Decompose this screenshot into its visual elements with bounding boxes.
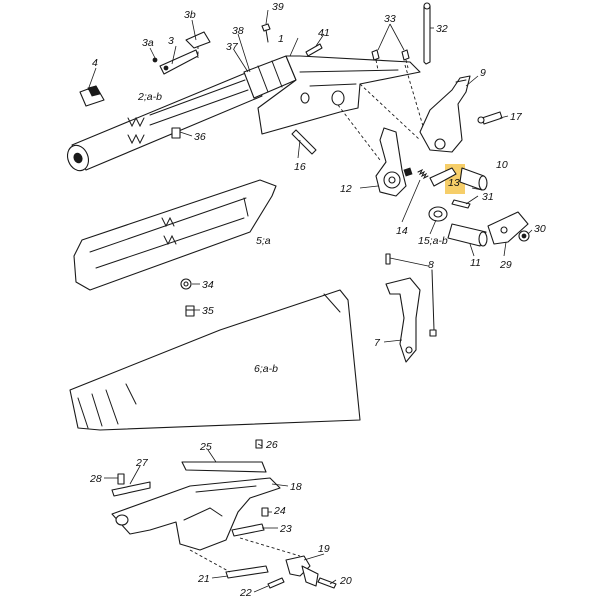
label-part-36: 36 bbox=[194, 131, 206, 143]
label-part-37: 37 bbox=[226, 41, 239, 53]
label-part-31: 31 bbox=[482, 191, 494, 203]
label-part-3a: 3a bbox=[142, 37, 154, 49]
label-part-12: 12 bbox=[340, 183, 352, 195]
label-part-18: 18 bbox=[290, 481, 302, 493]
part-labels: 1 2;a-b 3 3a 3b 4 5;a 6;a-b 7 8 9 10 11 … bbox=[89, 1, 546, 599]
label-part-35: 35 bbox=[202, 305, 214, 317]
action-parts bbox=[291, 75, 530, 247]
main-spring bbox=[385, 253, 437, 363]
label-part-24: 24 bbox=[273, 505, 286, 517]
label-part-38: 38 bbox=[232, 25, 244, 37]
label-part-3: 3 bbox=[168, 35, 174, 47]
label-part-6: 6;a-b bbox=[254, 363, 278, 375]
label-part-11: 11 bbox=[470, 257, 481, 269]
label-part-28: 28 bbox=[89, 473, 102, 485]
label-part-16: 16 bbox=[294, 161, 306, 173]
label-part-5: 5;a bbox=[256, 235, 271, 247]
label-part-1: 1 bbox=[278, 33, 284, 45]
label-part-33: 33 bbox=[384, 13, 396, 25]
label-part-4: 4 bbox=[92, 57, 98, 69]
forearm bbox=[73, 179, 277, 291]
label-part-29: 29 bbox=[499, 259, 512, 271]
label-part-20: 20 bbox=[339, 575, 352, 587]
label-part-30: 30 bbox=[534, 223, 546, 235]
label-part-17: 17 bbox=[510, 111, 523, 123]
barrel-assembly bbox=[66, 55, 431, 172]
label-part-22: 22 bbox=[239, 587, 252, 599]
label-part-27: 27 bbox=[135, 457, 149, 469]
leader-lines bbox=[87, 9, 533, 593]
label-part-39: 39 bbox=[272, 1, 284, 13]
label-part-15: 15;a-b bbox=[418, 235, 448, 247]
buttstock bbox=[69, 278, 361, 431]
trigger-guard-assembly bbox=[111, 439, 337, 589]
label-part-8: 8 bbox=[428, 259, 434, 271]
label-part-2: 2;a-b bbox=[137, 91, 162, 103]
label-part-10: 10 bbox=[496, 159, 508, 171]
label-part-32: 32 bbox=[436, 23, 448, 35]
label-part-13: 13 bbox=[448, 177, 460, 189]
label-part-21: 21 bbox=[197, 573, 210, 585]
label-part-7: 7 bbox=[374, 337, 381, 349]
label-part-25: 25 bbox=[199, 441, 212, 453]
label-part-9: 9 bbox=[480, 67, 486, 79]
label-part-26: 26 bbox=[265, 439, 278, 451]
top-small-parts bbox=[79, 2, 431, 107]
label-part-3b: 3b bbox=[184, 9, 196, 21]
label-part-19: 19 bbox=[318, 543, 330, 555]
label-part-14: 14 bbox=[396, 225, 408, 237]
label-part-41: 41 bbox=[318, 27, 330, 39]
label-part-34: 34 bbox=[202, 279, 214, 291]
label-part-23: 23 bbox=[279, 523, 292, 535]
